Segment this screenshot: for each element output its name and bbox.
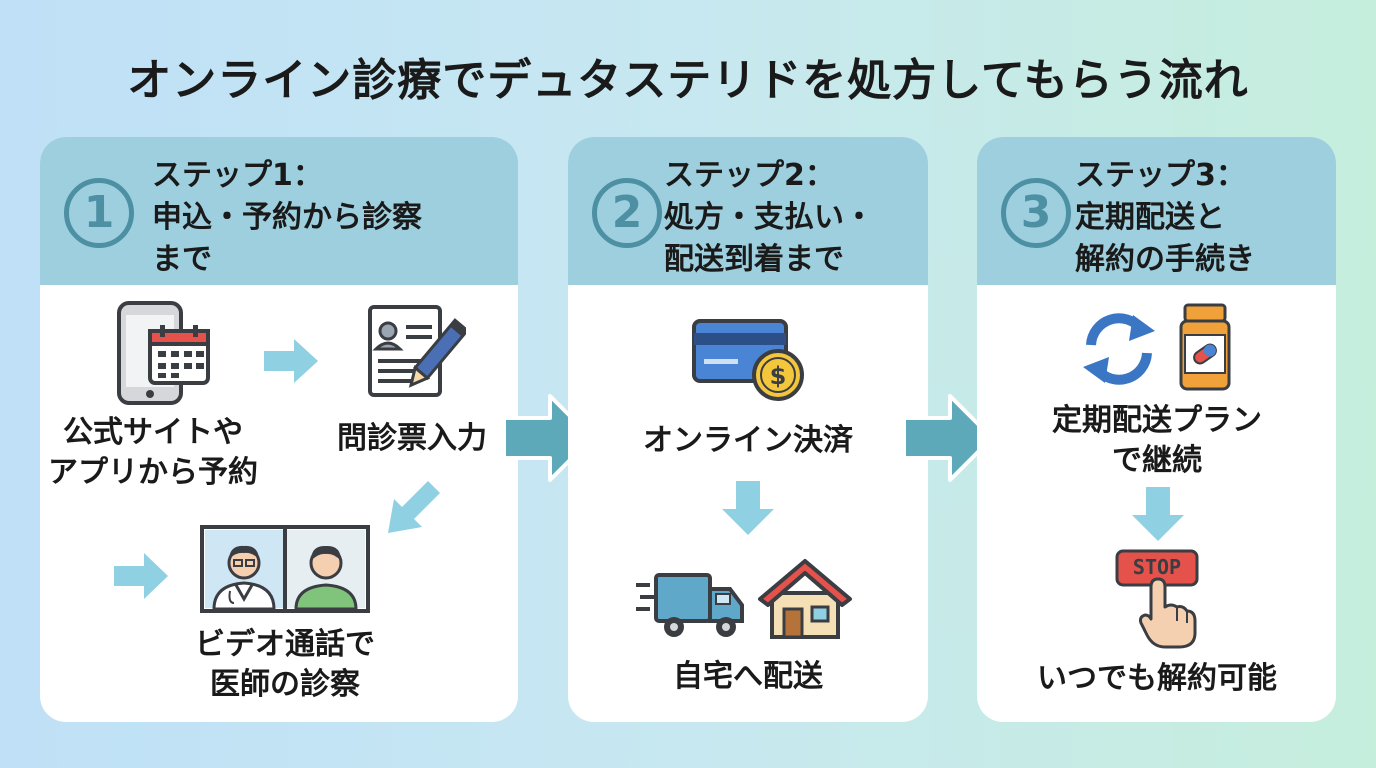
- step-2-header: 2 ステップ2： 処方・支払い・ 配送到着まで: [568, 137, 928, 285]
- step-3-heading-line: ステップ3：: [1075, 158, 1246, 193]
- step-2-heading-line: ステップ2：: [664, 158, 835, 193]
- house-icon: [758, 559, 852, 639]
- step-3-header: 3 ステップ3： 定期配送と 解約の手続き: [977, 137, 1336, 285]
- step-1-number: 1: [64, 178, 134, 248]
- medicine-bottle-icon: [1179, 303, 1231, 391]
- delivery-label: 自宅へ配送: [628, 657, 868, 697]
- step-1-heading-line: ステップ1：: [152, 158, 323, 193]
- step-2-heading: ステップ2： 処方・支払い・ 配送到着まで: [664, 155, 874, 281]
- arrow-right-icon: [114, 553, 168, 599]
- page-title: オンライン診療でデュタステリドを処方してもらう流れ: [127, 55, 1249, 106]
- video-consult-label: ビデオ通話で 医師の診察: [180, 625, 390, 705]
- smartphone-calendar-icon: [117, 301, 210, 405]
- step-1-heading: ステップ1： 申込・予約から診察 まで: [152, 155, 422, 281]
- step-1-heading-line: まで: [152, 242, 212, 277]
- step-3-number: 3: [1001, 178, 1071, 248]
- step-3-card: 3 ステップ3： 定期配送と 解約の手続き 定期配送プラン で継続: [977, 137, 1336, 722]
- step-1-card: 1 ステップ1： 申込・予約から診察 まで: [40, 137, 518, 722]
- reserve-label-line: 公式サイトや: [63, 415, 243, 450]
- reserve-label-line: アプリから予約: [48, 455, 258, 490]
- delivery-truck-icon: [636, 573, 744, 637]
- questionnaire-label-line: 問診票入力: [337, 421, 487, 456]
- cancel-anytime-label-line: いつでも解約可能: [1037, 661, 1277, 696]
- step-1-header: 1 ステップ1： 申込・予約から診察 まで: [40, 137, 518, 285]
- payment-label-line: オンライン決済: [643, 423, 853, 458]
- subscription-label-line: 定期配送プラン: [1052, 403, 1262, 438]
- step-3-heading-line: 定期配送と: [1075, 200, 1225, 235]
- svg-text:$: $: [770, 362, 787, 390]
- step-2-number: 2: [592, 178, 662, 248]
- video-consult-label-line: 医師の診察: [210, 667, 360, 702]
- video-consult-label-line: ビデオ通話で: [195, 627, 375, 662]
- subscription-label: 定期配送プラン で継続: [1017, 401, 1297, 481]
- arrow-down-icon: [1132, 487, 1184, 541]
- payment-label: オンライン決済: [608, 421, 888, 461]
- step-2-card: 2 ステップ2： 処方・支払い・ 配送到着まで $ オンライン決済: [568, 137, 928, 722]
- step-3-heading-line: 解約の手続き: [1075, 242, 1255, 277]
- questionnaire-label: 問診票入力: [324, 419, 500, 459]
- arrow-down-left-icon: [388, 481, 440, 533]
- credit-card-coin-icon: $: [692, 319, 804, 401]
- stop-sign-text: STOP: [1132, 555, 1182, 579]
- step-3-heading: ステップ3： 定期配送と 解約の手続き: [1075, 155, 1255, 281]
- arrow-down-icon: [722, 481, 774, 535]
- step-2-heading-line: 処方・支払い・: [664, 200, 874, 235]
- video-call-icon: [200, 525, 370, 613]
- delivery-label-line: 自宅へ配送: [673, 659, 823, 694]
- refresh-cycle-icon: [1083, 313, 1155, 385]
- stop-button-icon: STOP: [1115, 549, 1199, 589]
- pointing-hand-icon: [1139, 577, 1197, 649]
- arrow-right-icon: [902, 394, 994, 482]
- subscription-label-line: で継続: [1112, 443, 1202, 478]
- reserve-label: 公式サイトや アプリから予約: [48, 413, 258, 493]
- cancel-anytime-label: いつでも解約可能: [1007, 659, 1307, 699]
- questionnaire-pen-icon: [368, 305, 466, 397]
- step-1-heading-line: 申込・予約から診察: [152, 200, 422, 235]
- step-2-heading-line: 配送到着まで: [664, 242, 844, 277]
- arrow-right-icon: [264, 339, 318, 383]
